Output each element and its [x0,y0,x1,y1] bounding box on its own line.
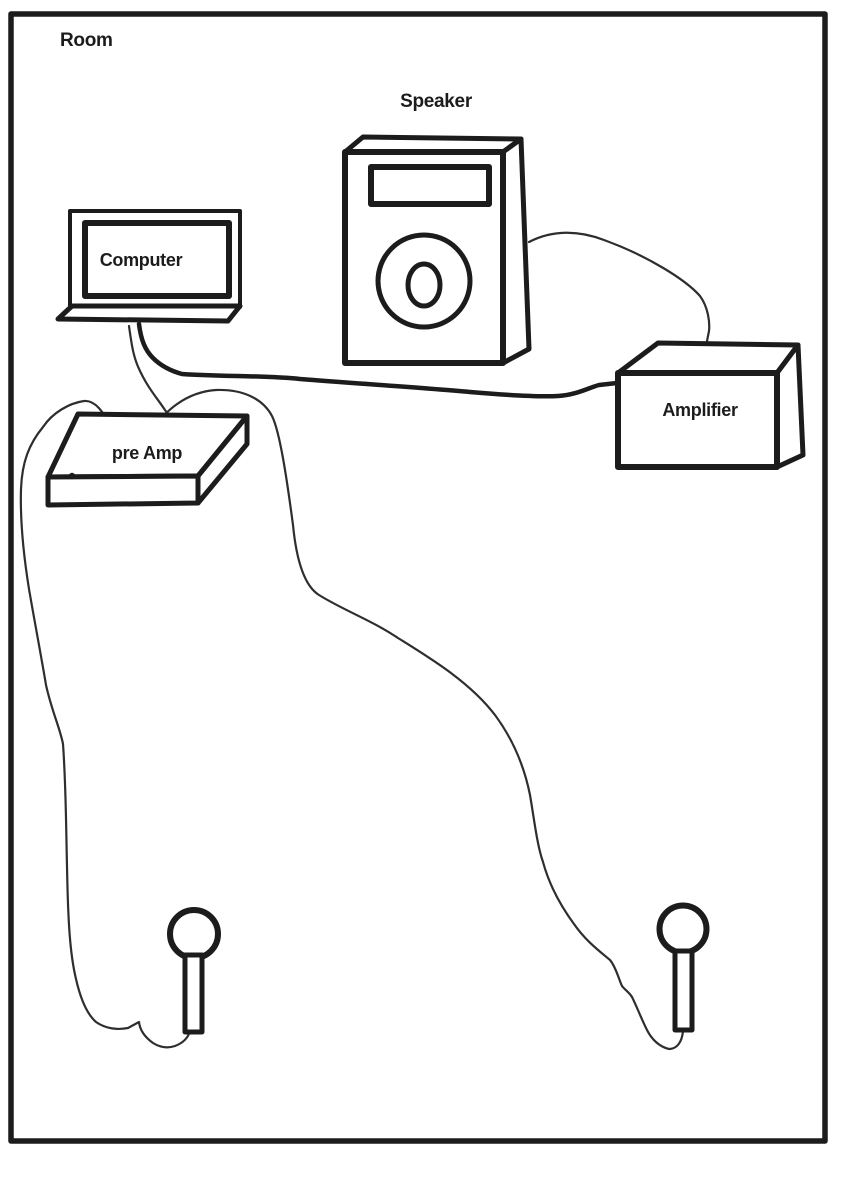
speaker-side-face [500,136,532,366]
speaker-label: Speaker [400,91,473,112]
left-microphone-head [167,907,221,961]
speaker-device [342,134,532,366]
amplifier-top-face [615,340,801,376]
laptop-screen-inner [82,220,232,299]
room-boundary [8,11,828,1144]
room-label: Room [60,30,113,51]
preamp-label: pre Amp [112,443,183,463]
right-microphone-body [672,948,695,1033]
cable-speaker-to-amplifier [527,231,711,343]
right-microphone-device [656,902,710,1033]
left-microphone-device [167,907,221,1035]
cable-preamp-to-left-microphone [19,399,192,1049]
amplifier-device [615,340,806,470]
amplifier-label: Amplifier [662,400,738,420]
left-microphone-body [182,952,205,1035]
speaker-woofer-inner [405,261,443,309]
diagram-shapes [8,11,828,1144]
computer-device [55,209,243,324]
preamp-front-face [45,473,201,508]
preamp-connector-dot [68,472,76,480]
computer-label: Computer [100,250,183,270]
preamp-device [45,411,250,508]
speaker-woofer-outer [375,232,473,330]
cable-preamp-to-right-microphone [152,388,685,1051]
amplifier-front-face [615,370,780,470]
speaker-tweeter-slot [368,164,492,207]
cable-computer-to-amplifier [136,321,620,399]
right-microphone-head [656,902,710,956]
diagram-labels: Room Speaker Computer Amplifier pre Amp [60,30,738,463]
laptop-base [55,303,243,324]
